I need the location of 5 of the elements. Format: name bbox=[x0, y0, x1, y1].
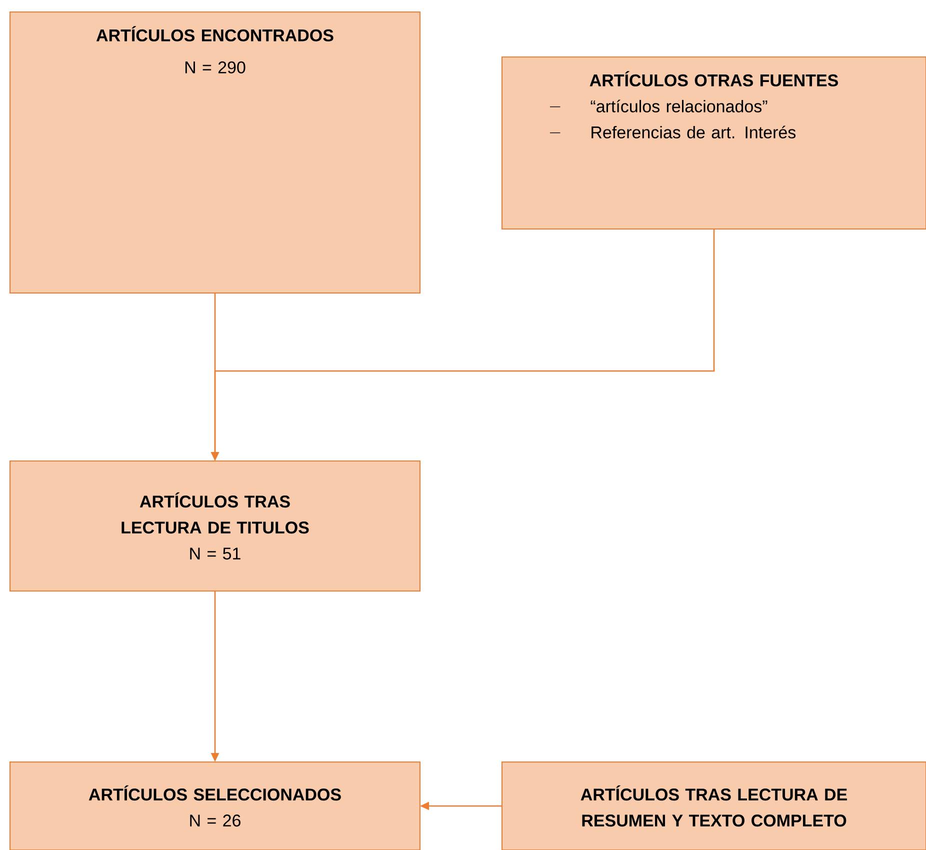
process-box: ARTÍCULOS TRAS LECTURA DE TITULOS N = 51 bbox=[10, 460, 420, 592]
process-box: ARTÍCULOS OTRAS FUENTES “artículos relacionados” Referencias de art. Interés bbox=[502, 56, 926, 230]
process-box: ARTÍCULOS TRAS LECTURA DE RESUMEN Y TEXTO COMPLETO bbox=[502, 761, 926, 850]
process-box: ARTÍCULOS SELECCIONADOS N = 26 bbox=[10, 761, 420, 850]
process-box: ARTÍCULOS ENCONTRADOS N = 290 bbox=[10, 11, 420, 294]
